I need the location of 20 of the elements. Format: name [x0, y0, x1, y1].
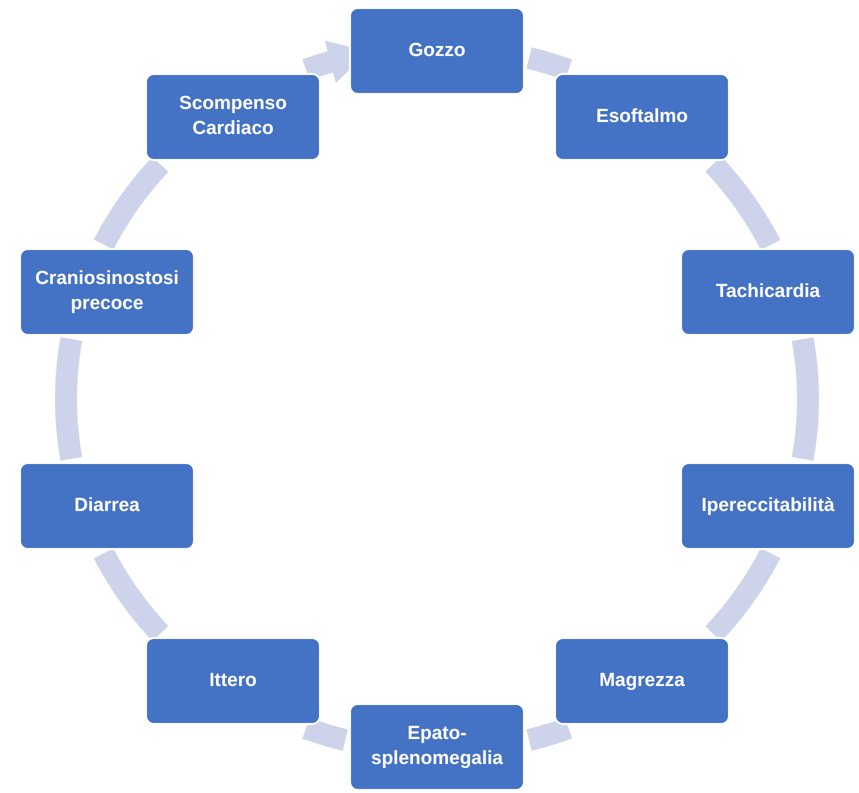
- node-label: Epato-splenomegalia: [370, 722, 504, 771]
- process-box: [19, 248, 195, 336]
- process-box: [349, 7, 525, 95]
- process-box: [554, 637, 730, 725]
- process-box: [554, 73, 730, 161]
- node-label: Tachicardia: [716, 280, 820, 304]
- process-box: [680, 462, 856, 550]
- process-box: [145, 637, 321, 725]
- node-label: Esoftalmo: [596, 104, 688, 129]
- process-box: [19, 462, 195, 550]
- process-box: [349, 703, 525, 791]
- node-label: Ipereccitabilità: [701, 494, 835, 518]
- node-label: Ittero: [209, 668, 257, 693]
- node-label: Diarrea: [74, 494, 140, 518]
- node-label: Scompenso Cardiaco: [178, 92, 288, 141]
- node-label: Gozzo: [408, 38, 466, 63]
- node-label: Magrezza: [599, 668, 685, 693]
- process-box: [680, 248, 856, 336]
- node-label: Craniosinostosi precoce: [34, 267, 180, 316]
- process-box: [145, 73, 321, 161]
